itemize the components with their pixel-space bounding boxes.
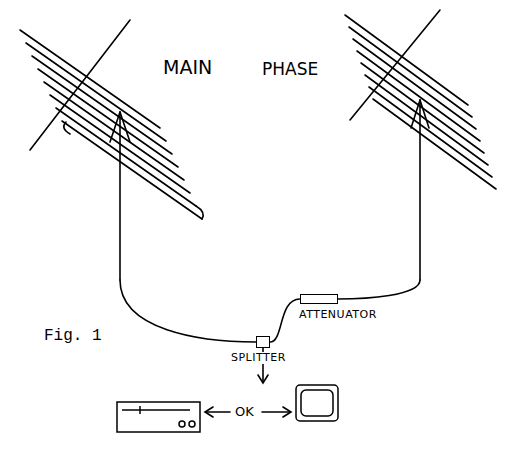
- figure-number: Fig. 1: [44, 328, 102, 346]
- antenna-label: PHASE: [262, 60, 318, 79]
- coax-cable: [120, 280, 420, 342]
- splitter-box: SPLITTER: [256, 336, 270, 348]
- attenuator-box: ATTENUATOR: [300, 294, 338, 304]
- node-label: SPLITTER: [230, 352, 287, 364]
- radio-symbol: [117, 402, 200, 432]
- ok-label: OK: [235, 405, 254, 419]
- antenna-label: MAIN: [163, 57, 212, 78]
- node-label: ATTENUATOR: [298, 309, 378, 321]
- phase-antenna: [345, 10, 496, 280]
- coax-connector: [270, 299, 300, 342]
- tv-symbol: [296, 385, 338, 421]
